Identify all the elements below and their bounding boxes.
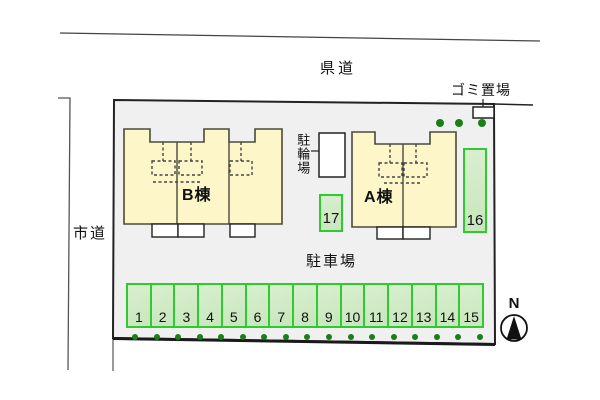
tree-dot	[304, 334, 311, 340]
parking-space-number: 5	[229, 309, 238, 325]
parking-space-2: 2	[149, 283, 176, 328]
tree-dot	[218, 334, 225, 340]
tree-dot	[476, 334, 483, 340]
parking-space-3: 3	[173, 283, 200, 328]
parking-space-14: 14	[434, 283, 461, 328]
parking-space-number: 11	[368, 309, 384, 325]
tree-dot	[175, 334, 182, 340]
parking-space-1: 1	[126, 283, 152, 328]
parking-space-5: 5	[220, 283, 247, 328]
parking-space-15: 15	[458, 283, 485, 328]
garbage-area-label: ゴミ置場	[451, 82, 511, 98]
tree-dot	[196, 334, 203, 340]
tree-dot	[455, 119, 463, 127]
tree-dot	[433, 334, 440, 340]
parking-space-number: 12	[392, 309, 408, 325]
tree-dot	[261, 334, 268, 340]
parking-space-number: 15	[463, 309, 479, 325]
tree-dot	[369, 334, 376, 340]
tree-dot	[153, 334, 160, 340]
tree-dot	[347, 334, 354, 340]
building-b-entrance-paths	[151, 142, 253, 183]
parking-space-17: 17	[319, 194, 343, 232]
tree-dot	[326, 334, 333, 340]
parking-space-number: 13	[415, 309, 432, 325]
parking-space-number: 3	[182, 309, 191, 325]
parking-space-16-number: 16	[466, 212, 484, 229]
north-arrow-icon	[506, 316, 522, 340]
parking-space-4: 4	[197, 283, 223, 328]
parking-space-number: 10	[344, 309, 361, 325]
site-top-extension-line	[493, 103, 534, 106]
prefectural-road-label: 県道	[320, 60, 357, 77]
parking-space-11: 11	[363, 283, 390, 328]
tree-dot	[390, 334, 397, 340]
parking-space-6: 6	[244, 283, 271, 328]
compass	[500, 314, 528, 342]
parking-space-number: 2	[158, 309, 167, 325]
bicycle-parking-label: 駐輪場	[295, 133, 311, 175]
parking-space-9: 9	[315, 283, 342, 328]
tree-dot	[412, 334, 419, 340]
road-top-line	[59, 32, 541, 42]
building-b-shape	[123, 128, 283, 225]
parking-space-8: 8	[292, 283, 318, 328]
parking-lot-label: 駐車場	[306, 253, 358, 270]
building-a-balconies	[376, 226, 431, 240]
building-b-label: B棟	[182, 187, 212, 204]
parking-space-number: 1	[134, 309, 143, 325]
building-b-unit-dividers	[176, 142, 230, 224]
tree-dot	[478, 119, 486, 127]
garbage-box	[472, 106, 495, 119]
parking-space-16: 16	[463, 148, 487, 233]
tree-dot	[239, 334, 246, 340]
parking-space-7: 7	[268, 283, 295, 328]
bicycle-parking-area	[318, 132, 346, 178]
building-a-entrance-paths	[378, 144, 428, 184]
tree-dot	[455, 334, 462, 340]
parking-space-number: 14	[439, 309, 456, 325]
city-road-label: 市道	[73, 225, 108, 242]
tree-dot	[132, 334, 138, 340]
building-b-balconies	[151, 223, 256, 238]
tree-dot	[282, 334, 289, 340]
building-a-label: A棟	[364, 189, 394, 206]
parking-space-number: 7	[277, 309, 286, 325]
parking-space-12: 12	[387, 283, 413, 328]
parking-space-10: 10	[339, 283, 366, 328]
parking-space-13: 13	[410, 283, 437, 328]
building-a-shape	[351, 131, 457, 228]
parking-space-number: 6	[253, 309, 262, 325]
parking-space-number: 8	[301, 309, 309, 325]
parking-space-17-number: 17	[322, 210, 340, 227]
parking-space-number: 9	[324, 309, 333, 325]
parking-space-number: 4	[206, 309, 214, 325]
road-left-line	[58, 97, 71, 371]
compass-n-label: N	[508, 295, 520, 312]
tree-dot	[436, 119, 444, 127]
